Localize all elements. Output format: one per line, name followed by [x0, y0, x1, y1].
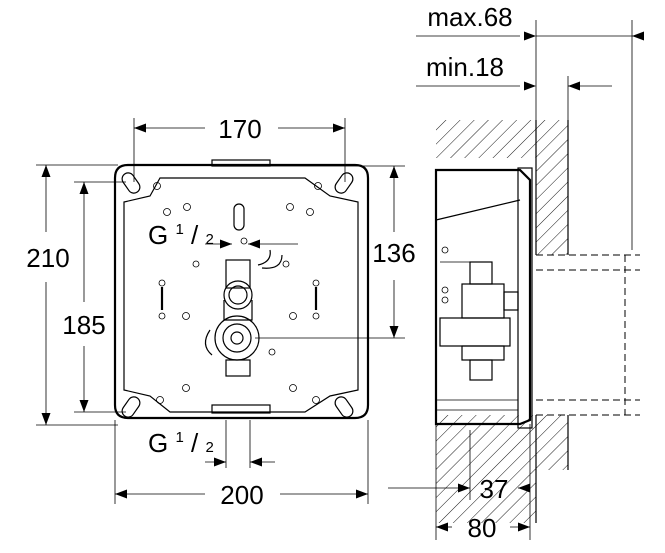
dim-max68-label: max.68	[427, 2, 512, 32]
dimension-min18: min.18	[416, 52, 612, 120]
dimension-80: 80	[435, 424, 531, 543]
dim-136-label: 136	[372, 238, 415, 268]
dim-200-label: 200	[220, 480, 263, 510]
dimension-170: 170	[133, 114, 346, 182]
corner-slot-bottom-left	[121, 396, 141, 418]
dimension-185: 185	[62, 181, 126, 413]
upper-thread-dimension: G 1 / 2	[148, 210, 298, 250]
dim-170-label: 170	[218, 114, 261, 144]
side-diagonal	[435, 199, 521, 221]
corner-slot-bottom-right	[334, 396, 354, 418]
dim-37-label: 37	[480, 474, 509, 504]
dimension-max68: max.68	[416, 2, 644, 250]
bottom-tab	[211, 404, 271, 414]
front-frame-inner	[123, 177, 359, 413]
front-frame-outer	[113, 163, 370, 420]
wall-hatch-bottom-right	[536, 415, 568, 470]
wall-hatch-top-right	[536, 120, 568, 255]
dimension-136: 136	[255, 165, 416, 339]
dimension-210: 210	[26, 164, 118, 426]
dimension-200: 200	[114, 420, 369, 510]
dim-80-label: 80	[468, 513, 497, 543]
top-tab	[211, 159, 271, 167]
corner-slot-top-right	[334, 172, 354, 194]
wall-hatch-top-left	[436, 120, 536, 158]
valve-body	[204, 249, 283, 377]
corner-slot-top-left	[121, 172, 141, 194]
dim-210-label: 210	[26, 243, 69, 273]
dim-min18-label: min.18	[426, 52, 504, 82]
lower-thread-dimension: G 1 / 2	[148, 418, 275, 468]
side-view: max.68 min.18 37 80	[388, 2, 644, 543]
pipe-dashed	[536, 254, 640, 416]
side-valve	[439, 246, 519, 381]
dimension-37: 37	[388, 430, 530, 504]
top-vertical-slot	[233, 203, 245, 231]
wall-hatch-bottom-left	[436, 415, 536, 523]
lower-thread-label: G 1 / 2	[148, 418, 214, 458]
front-view: G 1 / 2 G 1 / 2	[26, 114, 415, 510]
upper-thread-label: G 1 / 2	[148, 210, 214, 250]
mounting-holes	[153, 182, 322, 404]
dim-185-label: 185	[62, 310, 105, 340]
side-box-outline	[434, 168, 532, 426]
